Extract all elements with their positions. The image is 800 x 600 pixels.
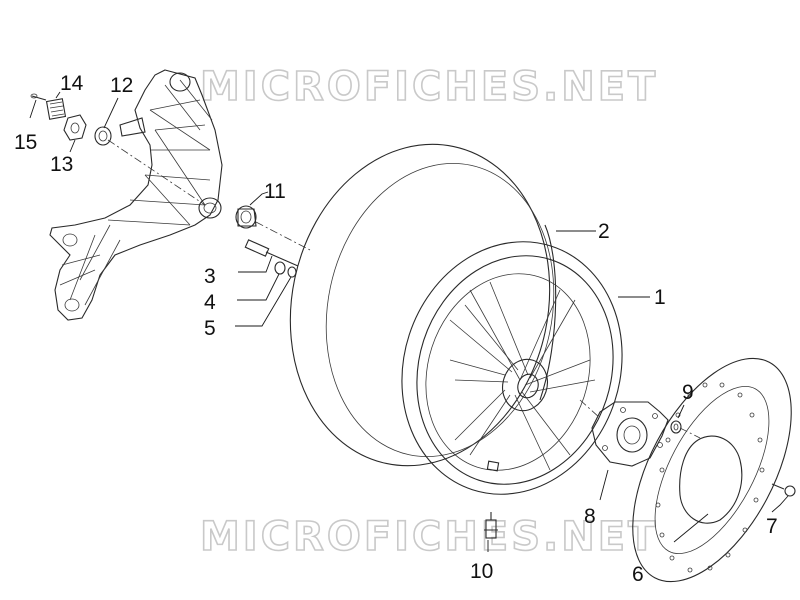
watermark-top: MICROFICHES.NET: [200, 64, 658, 110]
callout-13: 13: [50, 153, 73, 176]
callout-12: 12: [110, 74, 133, 97]
callout-3: 3: [204, 265, 216, 288]
callout-10: 10: [470, 560, 493, 583]
leader-lines: [29, 91, 789, 552]
tire: [289, 143, 557, 467]
nut-13: [63, 114, 87, 141]
swing-arm-bracket: [49, 69, 223, 321]
watermark-bottom: MICROFICHES.NET: [200, 514, 658, 560]
bearing-11: [235, 205, 257, 229]
callout-14: 14: [60, 72, 84, 95]
callout-labels: 1 2 3 4 5 6 7 8 9 10 11 12 13 14 15: [14, 72, 778, 586]
washer-5: [287, 266, 297, 278]
wheel-rim: [401, 241, 623, 495]
lock-cap-14: [45, 98, 67, 120]
washer-9: [670, 420, 682, 434]
callout-6: 6: [632, 563, 644, 586]
axis-lines: [107, 139, 701, 439]
callout-2: 2: [598, 220, 610, 243]
hub-flange: [591, 401, 669, 467]
cotter-pin-15: [30, 93, 47, 101]
bearing-12: [94, 126, 112, 146]
washer-4: [274, 261, 286, 275]
callout-4: 4: [204, 291, 216, 314]
callout-8: 8: [584, 505, 596, 528]
callout-9: 9: [682, 381, 694, 404]
callout-7: 7: [766, 515, 778, 538]
callout-15: 15: [14, 131, 37, 154]
disc-bolt-7: [771, 483, 796, 497]
brake-disc: [632, 357, 792, 583]
valve-10: [484, 512, 498, 539]
callout-1: 1: [654, 286, 666, 309]
callout-5: 5: [204, 317, 216, 340]
axle-bolt: [244, 239, 299, 267]
callout-11: 11: [264, 180, 286, 203]
